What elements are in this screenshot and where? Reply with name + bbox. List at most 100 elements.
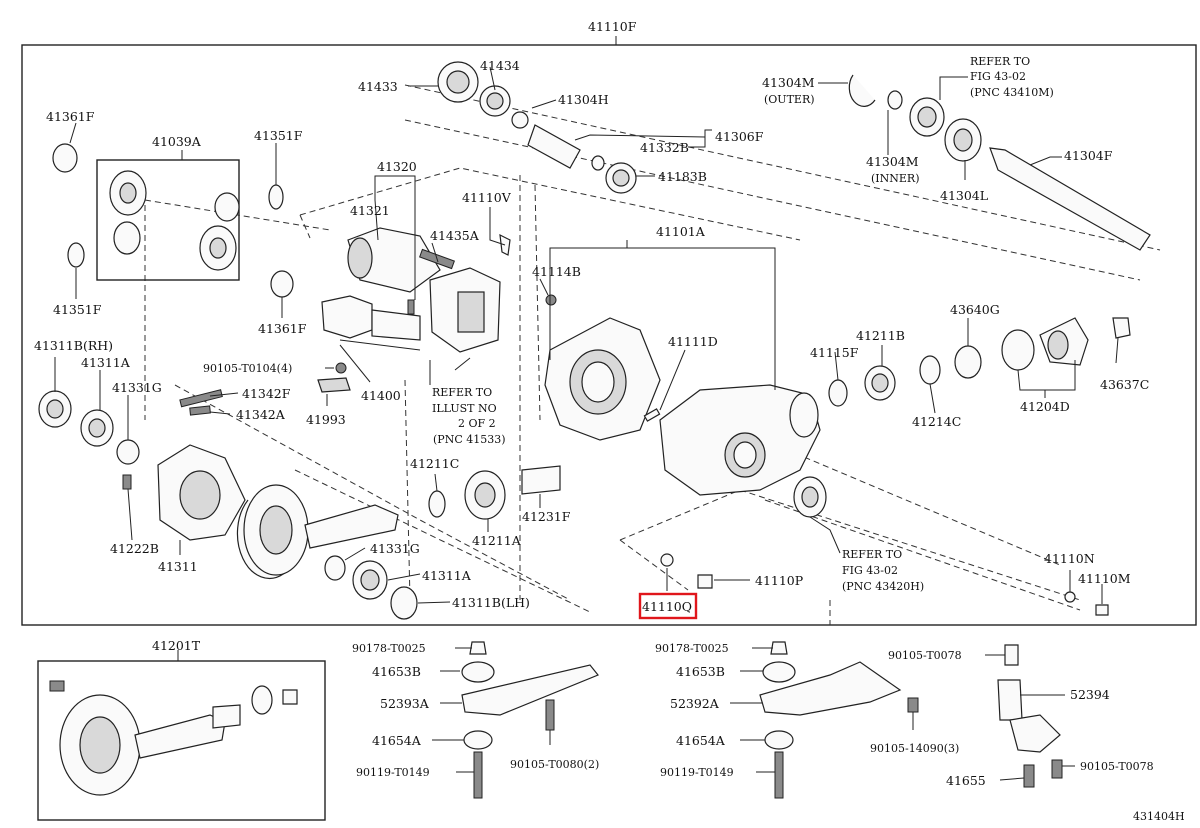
label-41351f-bot: 41351F [53,302,102,317]
pinion-bearings-shaft [437,61,637,194]
label-41201t: 41201T [152,638,201,653]
thrust-washer-41351f-b [268,184,284,210]
label-41110m: 41110M [1078,571,1131,586]
diff-gear-kit-box [96,159,240,281]
label-41331g-bot: 41331G [370,541,420,556]
thrust-washer-41351f [67,242,85,268]
thrust-washer-41361f-b [270,270,294,298]
figure-code: 431404H [1133,810,1185,823]
axle-shaft-right [848,74,1151,251]
label-90105-t0104: 90105-T0104(4) [203,362,292,375]
leader-lines [54,66,1119,781]
label-41351f-top: 41351F [254,128,303,143]
label-41110p: 41110P [755,573,803,588]
ring-pinion-kit-frame [37,660,326,821]
label-41361f-top: 41361F [46,109,95,124]
mounting-hardware [461,641,1063,799]
label-41231f: 41231F [522,509,571,524]
label-outer-note: (OUTER) [764,93,815,106]
label-41115f: 41115F [810,345,859,360]
refer1-line2: FIG 43-02 [970,70,1026,83]
label-90105-t0080: 90105-T0080(2) [510,758,599,771]
part-labels: 41110F 41433 41434 41304H 41306F 41332B … [34,19,1185,823]
label-90105-t0078-a: 90105-T0078 [888,649,962,662]
highlighted-part-box [638,592,698,620]
label-41654a-a: 41654A [372,733,422,748]
label-41304f: 41304F [1064,148,1113,163]
differential-case [38,390,418,620]
refer3-line1: REFER TO [842,548,902,561]
refer2-line1: REFER TO [432,386,492,399]
label-41110n: 41110N [1044,551,1095,566]
differential-gears [109,170,240,271]
label-41211c: 41211C [410,456,459,471]
label-90105-14090: 90105-14090(3) [870,742,959,755]
label-41311: 41311 [158,559,198,574]
refer2-line4: (PNC 41533) [433,433,506,446]
label-41655: 41655 [946,773,986,788]
refer2-line2: ILLUST NO [432,402,497,415]
label-41331g-top: 41331G [112,380,162,395]
label-41183b: 41183B [658,169,707,184]
side-bearings-flange [828,317,1131,407]
label-41993: 41993 [306,412,346,427]
label-41342a: 41342A [236,407,286,422]
label-assembly-41110f: 41110F [588,19,637,34]
label-41435a: 41435A [430,228,480,243]
label-90119-t0149-b: 90119-T0149 [660,766,734,779]
label-41311a-top: 41311A [81,355,131,370]
refer1-line3: (PNC 43410M) [970,86,1054,99]
label-52393a: 52393A [380,696,430,711]
label-41111d: 41111D [668,334,718,349]
label-52394: 52394 [1070,687,1110,702]
label-41304h: 41304H [558,92,609,107]
label-41110v: 41110V [462,190,512,205]
label-41110q[interactable]: 41110Q [642,599,692,614]
label-52392a: 52392A [670,696,720,711]
label-41211b: 41211B [856,328,905,343]
label-41654a-b: 41654A [676,733,726,748]
label-90119-t0149-a: 90119-T0149 [356,766,430,779]
label-41114b: 41114B [532,264,581,279]
label-41304m-outer: 41304M [762,75,815,90]
label-41321: 41321 [350,203,390,218]
label-41304l: 41304L [940,188,988,203]
label-inner-note: (INNER) [871,172,920,185]
refer3-line3: (PNC 43420H) [842,580,924,593]
label-41214c: 41214C [912,414,961,429]
label-41304m-inner: 41304M [866,154,919,169]
label-41342f: 41342F [242,386,291,401]
label-41311b-rh: 41311B(RH) [34,338,113,353]
label-41311b-lh: 41311B(LH) [452,595,530,610]
label-41361f-mid: 41361F [258,321,307,336]
label-43637c: 43637C [1100,377,1149,392]
carrier-housing [544,294,821,496]
label-41222b: 41222B [110,541,159,556]
label-43640g: 43640G [950,302,1000,317]
refer3-line2: FIG 43-02 [842,564,898,577]
label-41653b-a: 41653B [372,664,421,679]
label-90105-t0078-b: 90105-T0078 [1080,760,1154,773]
label-41039a: 41039A [152,134,202,149]
diff-lock-actuator [179,227,511,416]
label-41320: 41320 [377,159,417,174]
label-41204d: 41204D [1020,399,1070,414]
label-41332b: 41332B [640,140,689,155]
label-41306f: 41306F [715,129,764,144]
refer2-line3: 2 OF 2 [458,417,496,430]
label-41311a-bot: 41311A [422,568,472,583]
label-90178-t0025-a: 90178-T0025 [352,642,426,655]
refer1-line1: REFER TO [970,55,1030,68]
label-41400: 41400 [361,388,401,403]
label-41211a: 41211A [472,533,522,548]
label-41653b-b: 41653B [676,664,725,679]
mid-bearings [428,465,1109,616]
label-90178-t0025-b: 90178-T0025 [655,642,729,655]
ring-pinion-kit [49,680,298,796]
label-41434: 41434 [480,58,520,73]
label-41101a: 41101A [656,224,706,239]
label-41433: 41433 [358,79,398,94]
thrust-washer-41361f [52,143,78,173]
